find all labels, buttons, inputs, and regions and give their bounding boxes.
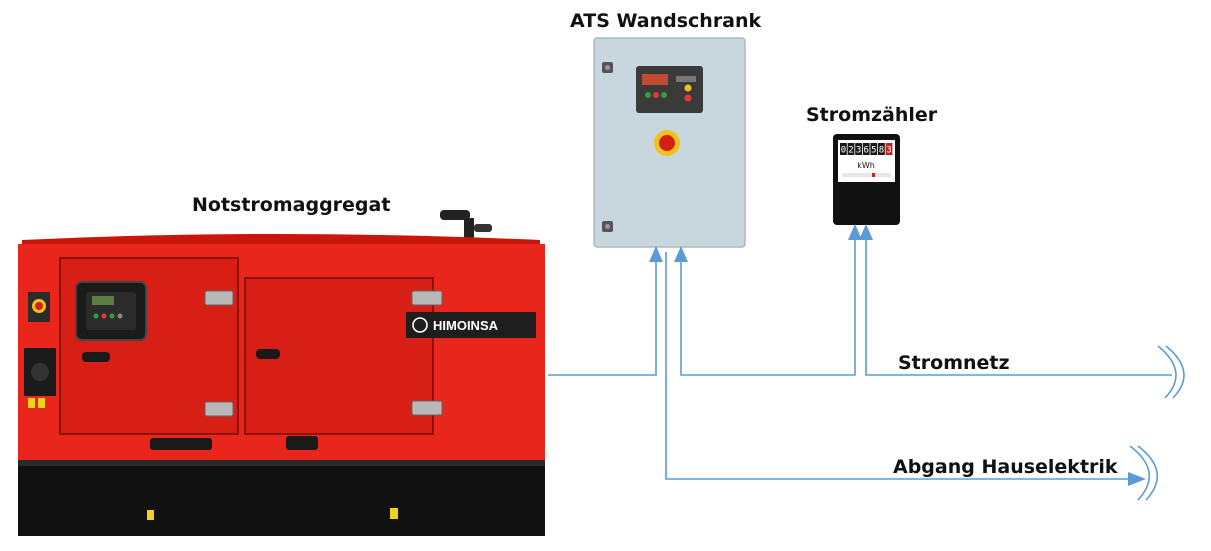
arrow-right-icon — [1128, 472, 1146, 486]
meter-digit-cell — [847, 143, 855, 155]
arrow-up-icon — [674, 246, 688, 262]
meter-digit-cell — [840, 143, 847, 155]
base-grille — [150, 438, 212, 450]
arrowheads — [649, 224, 1146, 486]
arrow-up-icon — [848, 224, 862, 240]
line-meter-to-ats — [680, 232, 856, 376]
meter-digit: 2 — [848, 146, 853, 156]
cable-break-mark — [1129, 445, 1151, 501]
meter-unit: kWh — [857, 161, 875, 170]
meter-digit: 3 — [856, 146, 861, 156]
meter-digit-cell — [878, 143, 885, 155]
connection-lines — [548, 232, 1185, 501]
arrow-up-icon — [859, 224, 873, 240]
line-ats-to-house — [665, 252, 1140, 480]
base-grille — [286, 436, 318, 450]
grid-label: Stromnetz — [898, 352, 1010, 374]
meter-digit-cell — [885, 143, 893, 155]
meter-digit: 0 — [841, 146, 846, 156]
meter-digit: 6 — [863, 146, 868, 156]
meter-digit-cell — [855, 143, 862, 155]
base-warning-sticker — [390, 508, 398, 519]
cable-break-mark — [1165, 345, 1185, 399]
cable-break-mark — [1157, 345, 1177, 399]
meter-label: Stromzähler — [806, 104, 938, 126]
ats-label: ATS Wandschrank — [570, 10, 762, 32]
ats-controller — [636, 66, 703, 113]
meter-digit-cell — [870, 143, 878, 155]
brand-logo: HIMOINSA — [433, 318, 499, 333]
door-handle — [256, 349, 280, 359]
door-handle — [82, 352, 110, 362]
generator-base — [18, 462, 545, 536]
generator: HIMOINSA — [18, 210, 545, 536]
ats-cabinet — [593, 37, 746, 248]
line-grid-to-meter — [865, 232, 1172, 376]
base-warning-sticker — [147, 510, 154, 520]
meter-digit: 5 — [871, 146, 876, 156]
meter-digit: 8 — [879, 146, 884, 156]
cable-break-mark — [1137, 445, 1159, 501]
line-generator-to-ats — [548, 254, 657, 376]
arrow-up-icon — [649, 246, 663, 262]
meter-digit: 3 — [886, 146, 891, 156]
generator-label: Notstromaggregat — [192, 194, 391, 216]
door-hinges — [204, 290, 443, 417]
house-output-label: Abgang Hauselektrik — [893, 456, 1118, 478]
meter-digit-cell — [862, 143, 870, 155]
exhaust-pipe — [440, 210, 492, 238]
